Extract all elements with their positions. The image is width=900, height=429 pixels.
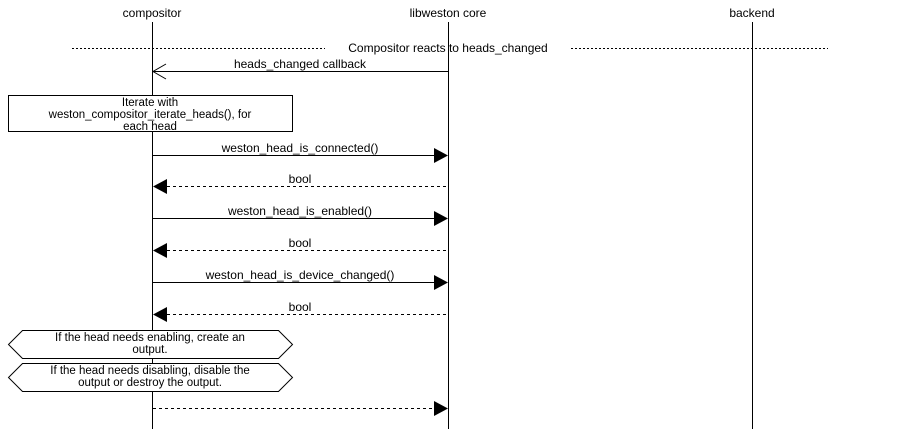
- message-label-bool-enabled: bool: [289, 236, 312, 250]
- message-bool-device-changed: bool: [153, 300, 448, 322]
- message-label-weston-head-is-device-changed: weston_head_is_device_changed(): [205, 268, 395, 282]
- message-label-bool-connected: bool: [289, 172, 312, 186]
- participant-label-compositor: compositor: [123, 6, 182, 20]
- note-line-3: each head: [123, 121, 177, 133]
- state-disable-output: If the head needs disabling, disable the…: [7, 363, 294, 392]
- note-iterate-heads: Iterate with weston_compositor_iterate_h…: [8, 95, 293, 133]
- arrowhead-filled-icon: [153, 307, 167, 322]
- state-enable-output: If the head needs enabling, create an ou…: [7, 330, 294, 359]
- arrowhead-filled-icon: [434, 275, 448, 290]
- state-enable-output-line-2: output.: [132, 344, 167, 356]
- message-label-bool-device-changed: bool: [289, 300, 312, 314]
- message-weston-head-is-device-changed: weston_head_is_device_changed(): [153, 268, 448, 290]
- message-weston-head-is-enabled: weston_head_is_enabled(): [153, 204, 448, 226]
- message-label-weston-head-is-enabled: weston_head_is_enabled(): [227, 204, 372, 218]
- participant-label-backend: backend: [729, 6, 774, 20]
- arrowhead-filled-icon: [153, 179, 167, 194]
- message-bool-enabled: bool: [153, 236, 448, 258]
- divider-compositor-reacts: Compositor reacts to heads_changed: [72, 41, 828, 55]
- note-line-2: weston_compositor_iterate_heads(), for: [48, 109, 252, 121]
- arrowhead-filled-icon: [434, 148, 448, 163]
- message-label-heads-changed-callback: heads_changed callback: [234, 57, 367, 71]
- note-box: [8, 95, 293, 132]
- arrowhead-open-icon: [151, 63, 167, 80]
- message-bool-connected: bool: [153, 172, 448, 194]
- message-label-weston-head-is-connected: weston_head_is_connected(): [221, 141, 379, 155]
- message-heads-changed-callback: heads_changed callback: [151, 57, 448, 80]
- arrowhead-filled-icon: [434, 211, 448, 226]
- arrowhead-filled-icon: [434, 401, 448, 416]
- state-hexagon-shape: [7, 363, 294, 392]
- participant-label-libweston-core: libweston core: [410, 6, 487, 20]
- divider-label: Compositor reacts to heads_changed: [348, 41, 547, 55]
- state-disable-output-line-1: If the head needs disabling, disable the: [50, 365, 249, 377]
- state-disable-output-line-2: output or destroy the output.: [78, 377, 222, 389]
- message-weston-head-is-connected: weston_head_is_connected(): [153, 141, 448, 163]
- state-hexagon-shape: [7, 330, 294, 359]
- message-final-return: [153, 401, 448, 416]
- arrowhead-filled-icon: [153, 243, 167, 258]
- lifelines-group: [152, 22, 753, 429]
- participant-headers: compositor libweston core backend: [123, 6, 775, 20]
- state-enable-output-line-1: If the head needs enabling, create an: [55, 332, 245, 344]
- note-line-1: Iterate with: [122, 97, 178, 109]
